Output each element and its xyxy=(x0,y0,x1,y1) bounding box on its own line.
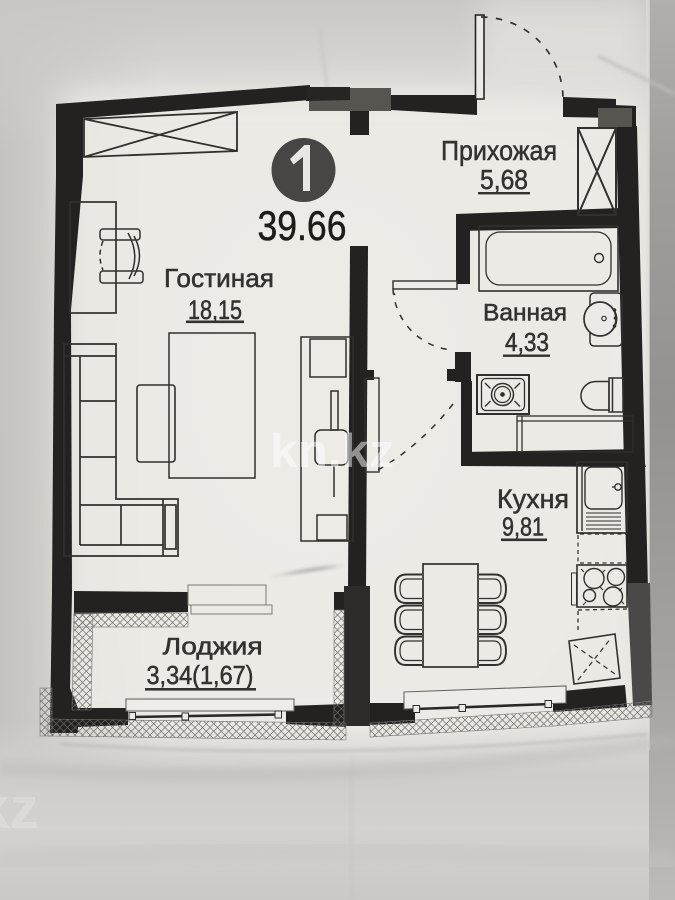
svg-text:Ванная: Ванная xyxy=(483,300,567,327)
svg-text:5,68: 5,68 xyxy=(480,164,528,195)
svg-text:Лоджия: Лоджия xyxy=(163,634,263,661)
svg-text:18,15: 18,15 xyxy=(188,295,242,325)
svg-text:kn.kz: kn.kz xyxy=(270,424,394,477)
svg-text:Прихожая: Прихожая xyxy=(441,135,557,166)
svg-text:Гостиная: Гостиная xyxy=(164,263,274,293)
svg-text:kz: kz xyxy=(0,776,39,841)
svg-text:3,34(1,67): 3,34(1,67) xyxy=(147,660,254,690)
svg-text:4,33: 4,33 xyxy=(505,327,549,357)
svg-text:9,81: 9,81 xyxy=(502,512,544,542)
svg-text:39.66: 39.66 xyxy=(258,202,347,249)
svg-text:Кухня: Кухня xyxy=(497,484,569,514)
